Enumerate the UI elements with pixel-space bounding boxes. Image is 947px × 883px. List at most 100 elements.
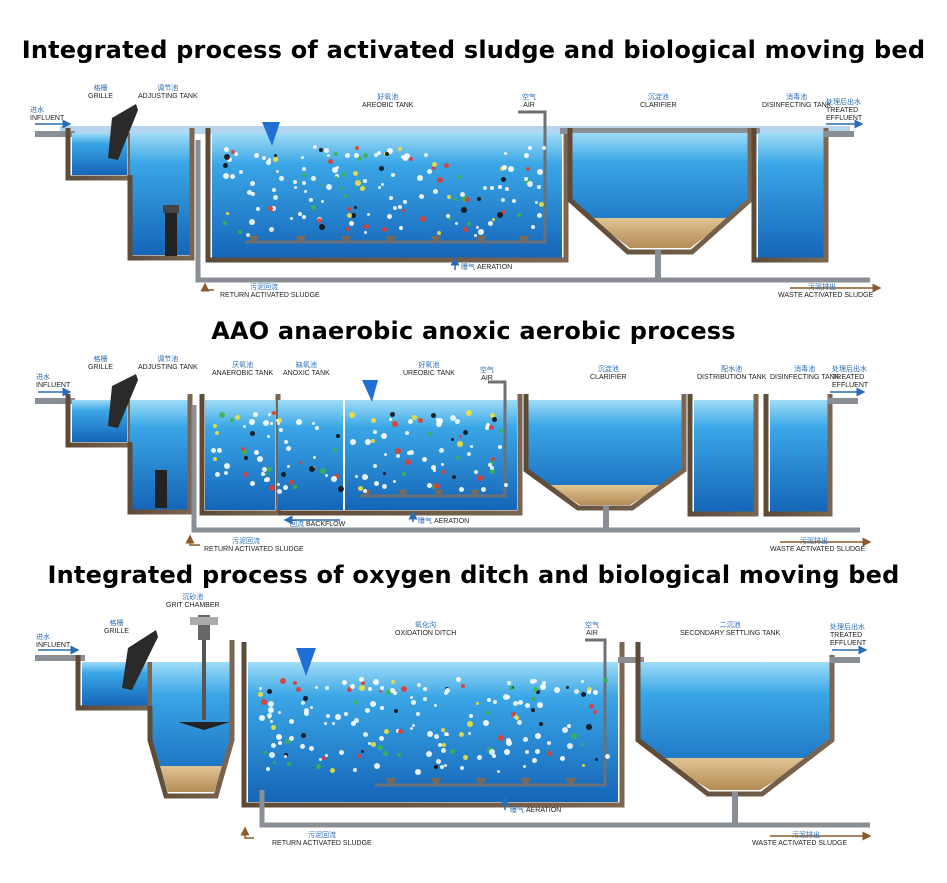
media-carrier [355,146,359,150]
media-carrier [477,197,481,201]
media-carrier [477,475,483,481]
media-carrier [355,475,358,478]
media-carrier [382,484,387,489]
media-carrier [355,180,361,186]
media-carrier [324,722,327,725]
media-carrier [310,706,313,709]
media-carrier [490,469,495,474]
media-carrier [313,456,316,459]
media-carrier [363,489,367,493]
media-carrier [368,687,372,691]
media-carrier [420,216,426,222]
media-carrier [387,148,393,154]
media-carrier [463,755,468,760]
media-carrier [241,447,245,451]
media-carrier [324,148,329,153]
media-carrier [444,163,449,168]
media-carrier [383,751,388,756]
media-carrier [276,734,282,740]
media-carrier [422,457,427,462]
media-carrier [490,186,494,190]
media-carrier [349,221,354,226]
media-carrier [280,678,286,684]
media-carrier [498,185,502,189]
media-carrier [281,472,286,477]
media-carrier [278,741,282,745]
media-carrier [390,688,395,693]
media-carrier [341,172,346,177]
media-carrier [354,153,359,158]
media-carrier [381,183,384,186]
media-carrier [461,684,465,688]
media-carrier [316,764,321,769]
media-carrier [447,195,451,199]
media-carrier [284,440,288,444]
media-carrier [227,157,232,162]
media-carrier [270,720,273,723]
media-carrier [535,201,538,204]
media-carrier [279,428,283,432]
media-carrier [465,197,470,202]
media-carrier [525,703,530,708]
media-carrier [539,722,543,726]
media-carrier [359,677,364,682]
media-carrier [513,701,518,706]
media-carrier [302,215,306,219]
media-carrier [299,461,302,464]
media-carrier [537,185,541,189]
media-carrier [533,679,537,683]
media-carrier [267,435,270,438]
media-carrier [244,456,248,460]
media-carrier [582,764,585,767]
media-carrier [537,169,543,175]
media-carrier [380,706,384,710]
media-carrier [239,170,243,174]
media-carrier [483,186,487,190]
media-carrier [344,712,348,716]
media-carrier [418,418,423,423]
media-carrier [492,218,495,221]
media-carrier [338,486,344,492]
media-carrier [250,431,255,436]
media-carrier [524,177,528,181]
media-carrier [251,192,255,196]
media-carrier [367,213,370,216]
media-carrier [412,415,417,420]
media-carrier [374,481,379,486]
media-carrier [531,708,535,712]
media-carrier [458,175,462,179]
media-carrier [301,701,305,705]
media-carrier [477,755,482,760]
media-carrier [486,711,490,715]
media-carrier [254,153,259,158]
media-carrier [481,487,486,492]
media-carrier [296,419,302,425]
media-carrier [254,450,259,455]
media-carrier [459,435,462,438]
media-carrier [374,763,380,769]
media-carrier [437,177,443,183]
media-carrier [497,212,503,218]
media-carrier [567,743,573,749]
media-carrier [326,714,330,718]
media-carrier [535,749,540,754]
media-carrier [286,446,291,451]
media-carrier [457,441,463,447]
media-carrier [491,457,495,461]
media-carrier [363,179,367,183]
media-carrier [434,765,438,769]
media-carrier [358,486,363,491]
media-carrier [284,755,287,758]
media-carrier [213,424,217,428]
media-carrier [498,445,502,449]
media-carrier [417,175,423,181]
